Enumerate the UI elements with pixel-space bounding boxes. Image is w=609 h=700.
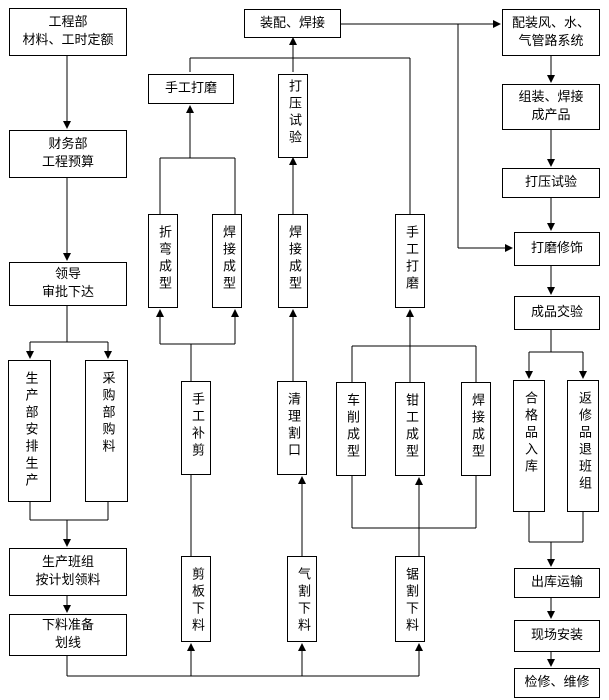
engineering-dept-box: 工程部 材料、工时定额: [9, 8, 127, 56]
production-team-box: 生产班组 按计划领料: [9, 548, 127, 596]
purchasing-dept-box: 采购部购料: [85, 360, 128, 502]
leader-approval-box: 领导 审批下达: [9, 262, 127, 306]
rework-return-box: 返修品退班组: [567, 380, 599, 512]
weld-forming-box-1: 焊接成型: [212, 214, 242, 308]
assemble-weld-product-box: 组装、焊接 成产品: [502, 84, 600, 130]
production-dept-box: 生产部安排生产: [8, 360, 51, 502]
pressure-test-box-2: 打压试验: [502, 168, 600, 198]
manual-trim-box: 手工补剪: [181, 381, 211, 475]
shear-cutting-box: 剪板下料: [181, 556, 211, 642]
pipe-system-box: 配装风、水、 气管路系统: [502, 9, 600, 56]
clean-cut-edge-box: 清理割口: [277, 381, 307, 475]
delivery-transport-box: 出库运输: [514, 568, 600, 598]
grinding-finish-box: 打磨修饰: [514, 232, 600, 266]
gas-cutting-box: 气割下料: [287, 556, 317, 642]
manual-grinding-box-1: 手工打磨: [148, 74, 234, 104]
assembly-welding-box: 装配、焊接: [244, 9, 341, 38]
maintenance-box: 检修、维修: [514, 668, 600, 698]
product-inspection-box: 成品交验: [514, 296, 600, 330]
pressure-test-box-1: 打压试验: [278, 74, 308, 158]
turning-forming-box: 车削成型: [336, 382, 366, 476]
saw-cutting-box: 锯割下料: [395, 556, 425, 642]
weld-forming-box-3: 焊接成型: [461, 382, 491, 476]
cutting-prep-box: 下料准备 划线: [9, 614, 127, 656]
site-install-box: 现场安装: [514, 620, 600, 652]
qualified-storage-box: 合格品入库: [513, 380, 545, 512]
manual-grinding-box-2: 手工打磨: [395, 214, 425, 308]
fitter-forming-box: 钳工成型: [395, 382, 425, 476]
bend-forming-box: 折弯成型: [148, 214, 178, 308]
finance-dept-box: 财务部 工程预算: [9, 130, 127, 178]
weld-forming-box-2: 焊接成型: [278, 214, 308, 308]
